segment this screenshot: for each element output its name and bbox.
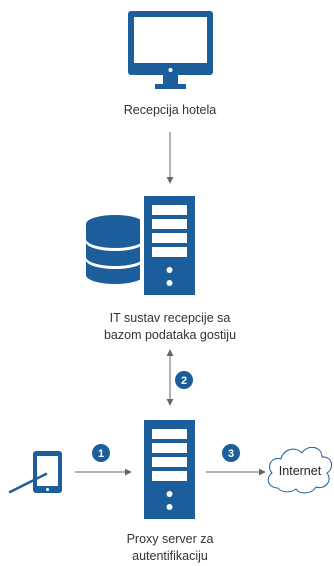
database-server-icon (86, 193, 198, 297)
svg-text:2: 2 (181, 375, 187, 387)
cloud-icon: Internet (267, 446, 333, 494)
proxy-label-line2: autentifikaciju (132, 549, 208, 563)
it-system-label-line1: IT sustav recepcije sa (109, 311, 231, 325)
proxy-server-icon (144, 420, 195, 519)
proxy-label: Proxy server za autentifikaciju (70, 531, 270, 565)
database-icon (86, 215, 144, 284)
step-badge-1: 1 (92, 444, 110, 462)
svg-text:1: 1 (98, 448, 104, 460)
server-tower-icon (144, 196, 195, 295)
reception-label: Recepcija hotela (123, 103, 217, 117)
proxy-label-line1: Proxy server za (126, 532, 214, 546)
tablet-icon (8, 451, 62, 494)
step-badge-3: 3 (222, 444, 240, 462)
stylus-icon (8, 472, 48, 494)
it-system-label-line2: bazom podataka gostiju (103, 328, 237, 342)
it-system-label: IT sustav recepcije sa bazom podataka go… (60, 310, 280, 344)
step-badge-2: 2 (175, 371, 193, 389)
svg-text:3: 3 (228, 448, 234, 460)
internet-label: Internet (279, 464, 322, 478)
desktop-monitor-icon (128, 11, 213, 89)
